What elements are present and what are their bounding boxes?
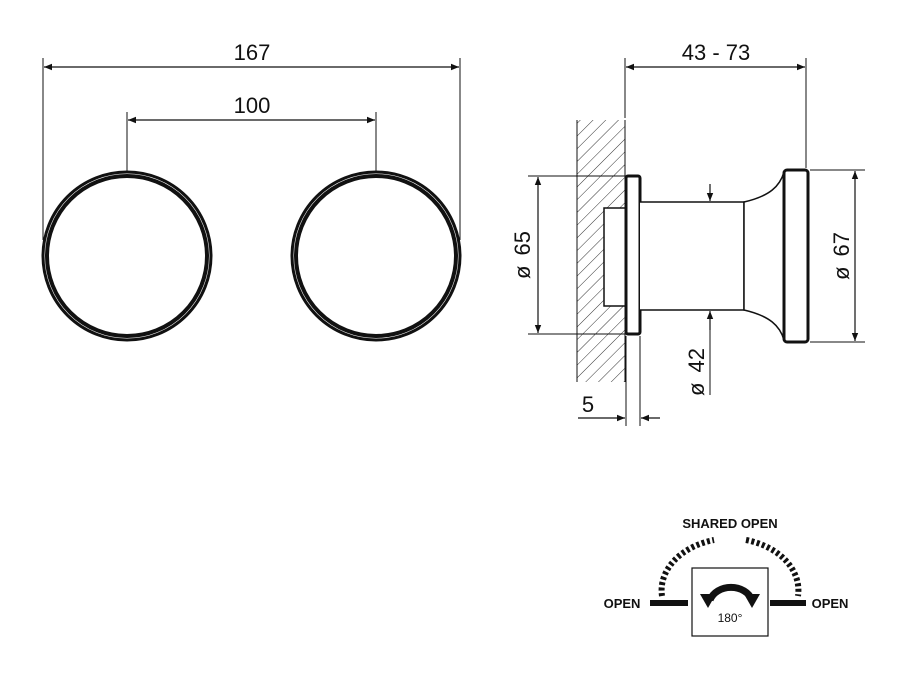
dimension-overall-width: 167 bbox=[44, 40, 459, 71]
wall-offset-label: 5 bbox=[582, 392, 594, 417]
svg-text:ø 67: ø 67 bbox=[829, 232, 854, 280]
dimension-center-distance: 100 bbox=[128, 93, 375, 124]
shared-open-label: SHARED OPEN bbox=[682, 516, 777, 531]
diameter-flange-label: 65 bbox=[510, 231, 535, 255]
depth-range-label: 43 - 73 bbox=[682, 40, 751, 65]
diameter-body-label: 42 bbox=[684, 348, 709, 372]
rotation-icon: 180° bbox=[691, 567, 769, 637]
rotation-angle-label: 180° bbox=[718, 611, 743, 625]
svg-text:ø 42: ø 42 bbox=[684, 348, 709, 396]
front-view: 167 100 bbox=[41, 40, 462, 342]
center-distance-label: 100 bbox=[234, 93, 271, 118]
diameter-symbol: ø bbox=[829, 267, 854, 280]
open-left-label: OPEN bbox=[604, 596, 641, 611]
open-right-label: OPEN bbox=[812, 596, 849, 611]
diameter-symbol: ø bbox=[684, 383, 709, 396]
right-knob-front bbox=[290, 170, 462, 342]
left-knob-front bbox=[41, 170, 213, 342]
side-view: 43 - 73 ø 65 ø 42 ø 67 bbox=[510, 40, 865, 426]
svg-text:ø 65: ø 65 bbox=[510, 231, 535, 279]
diameter-knob-label: 67 bbox=[829, 232, 854, 256]
diameter-symbol: ø bbox=[510, 266, 535, 279]
rotation-legend: SHARED OPEN OPEN OPEN 180° bbox=[604, 516, 849, 637]
overall-width-label: 167 bbox=[234, 40, 271, 65]
